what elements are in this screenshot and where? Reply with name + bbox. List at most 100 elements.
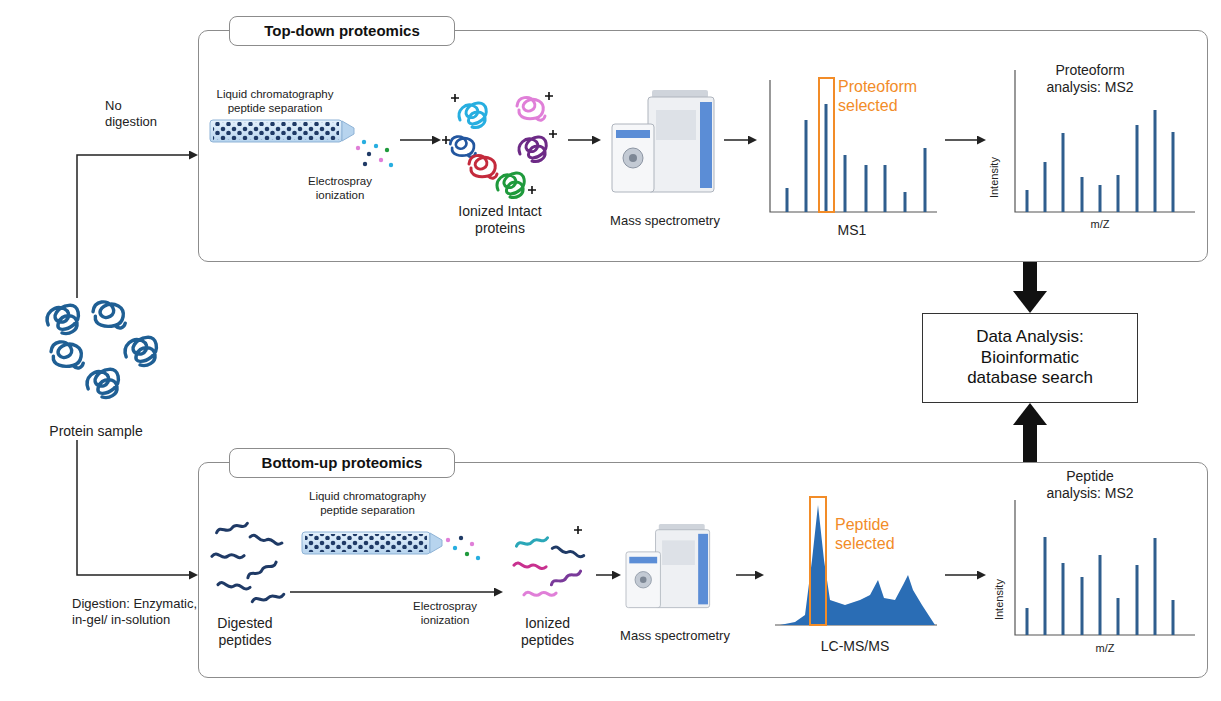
peptide-strand — [514, 561, 546, 570]
peptide-strand — [216, 523, 248, 532]
charge-sign — [442, 136, 450, 144]
step-label: Electrospray ionization — [405, 600, 485, 628]
workflow-panel: Bottom-up proteomics — [198, 462, 1208, 678]
panel-heading: Top-down proteomics — [229, 16, 455, 46]
droplet — [446, 538, 450, 542]
selection-box — [819, 78, 834, 212]
protein-coil — [497, 173, 524, 198]
peptide-strand — [524, 591, 556, 597]
spectrum-bars — [1027, 537, 1173, 635]
lc-column — [210, 120, 342, 142]
flow-arrow — [568, 139, 592, 141]
sample-group: Protein sample — [28, 298, 164, 440]
edge-label: Digestion: Enzymatic, in-gel/ in-solutio… — [72, 596, 207, 627]
peptide-strand — [252, 594, 284, 601]
step-label: Liquid chromatography peptide separation — [300, 490, 435, 518]
step-label: MS1 — [827, 222, 877, 239]
protein-coil — [519, 137, 546, 162]
lc-column — [302, 532, 430, 554]
selection-note: Peptide selected — [835, 515, 915, 553]
analysis-box: Data Analysis: Bioinformatic database se… — [922, 313, 1138, 403]
spectrum-bars — [787, 104, 925, 212]
droplet — [385, 148, 389, 152]
spray-droplets — [446, 536, 480, 560]
spray-droplets — [356, 140, 393, 167]
charge-sign — [549, 130, 557, 138]
edge-label: No digestion — [105, 98, 175, 129]
droplet — [470, 542, 474, 546]
peptide-group — [212, 523, 284, 601]
flow-arrow-bold — [1023, 262, 1037, 291]
peptide-strand — [552, 545, 583, 560]
flow-arrow — [400, 139, 432, 141]
chart-axis — [1015, 500, 1195, 635]
droplet — [374, 144, 378, 148]
flow-arrow — [290, 591, 494, 593]
protein-coil — [93, 302, 125, 328]
workflow-panel: Top-down proteomics — [198, 30, 1208, 262]
peptide-strand — [550, 571, 582, 585]
protein-coil — [47, 305, 78, 333]
charge-sign — [451, 94, 459, 102]
droplet — [379, 158, 383, 162]
protein-coil — [125, 337, 156, 365]
protein-coil — [51, 342, 83, 368]
droplet — [459, 536, 463, 540]
peptide-strand — [516, 538, 548, 546]
protein-cluster — [47, 302, 156, 398]
step-label: Proteoform analysis: MS2 — [1030, 62, 1150, 96]
step-label: m/Z — [1075, 218, 1125, 231]
column-tip — [342, 121, 354, 141]
flow-arrow — [736, 574, 755, 576]
flow-arrow — [596, 574, 612, 576]
peptide-strand — [246, 562, 277, 578]
step-label: Digested peptides — [205, 615, 285, 649]
chart-axis — [770, 80, 937, 212]
flow-arrows — [400, 139, 977, 141]
droplet — [363, 162, 367, 166]
charge-sign — [545, 92, 553, 100]
selection-box — [810, 497, 826, 625]
step-label: Ionized peptides — [510, 615, 585, 649]
peptide-strand — [250, 533, 282, 547]
spectrum-bars — [1027, 110, 1173, 212]
protein-coil — [469, 155, 497, 178]
flow-arrow — [77, 155, 189, 298]
axis-label: Intensity — [993, 565, 1006, 635]
flow-arrow — [945, 574, 977, 576]
step-label: Liquid chromatography peptide separation — [205, 88, 345, 116]
flow-arrow — [724, 139, 748, 141]
step-label: Peptide analysis: MS2 — [1040, 468, 1140, 502]
column-tip — [430, 533, 442, 553]
droplet — [356, 146, 360, 150]
chart-axis — [1015, 70, 1195, 212]
peptide-strand — [218, 581, 250, 592]
droplet — [476, 556, 480, 560]
mass-spectrometer — [612, 90, 714, 192]
protein-coil — [87, 369, 118, 397]
step-label: Mass spectrometry — [595, 213, 735, 229]
ionized-proteins — [450, 97, 546, 197]
flow-arrows — [290, 575, 977, 592]
step-label: Electrospray ionization — [300, 175, 380, 203]
flow-arrow — [77, 440, 189, 575]
group-caption: Protein sample — [28, 423, 164, 440]
droplet — [367, 152, 371, 156]
axis-label: Intensity — [988, 143, 1001, 213]
step-label: Mass spectrometry — [605, 628, 745, 644]
protein-coil — [517, 97, 545, 120]
droplet — [453, 546, 457, 550]
charge-sign — [574, 526, 582, 534]
droplet — [362, 140, 366, 144]
chart-axis — [775, 624, 937, 625]
protein-coil — [459, 103, 486, 128]
step-label: m/Z — [1080, 642, 1130, 655]
protein-coil — [450, 137, 475, 157]
droplet — [465, 552, 469, 556]
panel-heading: Bottom-up proteomics — [229, 448, 455, 478]
droplet — [389, 163, 393, 167]
flow-arrow — [945, 139, 977, 141]
charge-sign — [528, 186, 536, 194]
